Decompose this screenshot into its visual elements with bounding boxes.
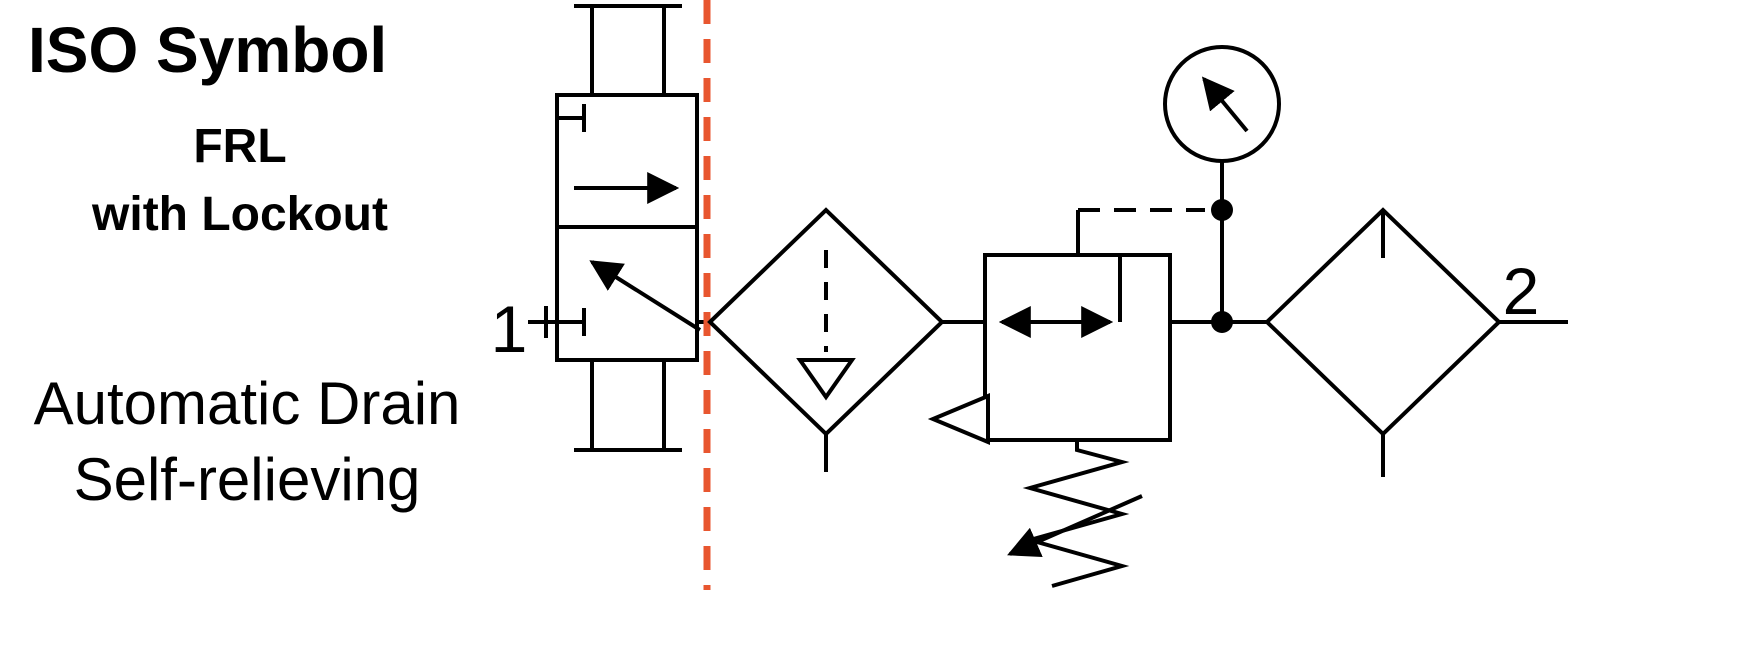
lubricator-body (1264, 207, 1502, 437)
flow-junction-dot (1211, 311, 1233, 333)
lockout-valve-symbol (555, 4, 702, 452)
valve-exhaust-arrow (589, 260, 702, 332)
port-2-label: 2 (1503, 254, 1540, 328)
relief-vent-triangle (927, 392, 990, 446)
page-title: ISO Symbol (28, 14, 387, 86)
pressure-gauge-symbol (1163, 45, 1281, 333)
subtitle-frl: FRL (193, 120, 286, 173)
subtitle-with-lockout: with Lockout (91, 188, 388, 241)
note-automatic-drain: Automatic Drain (34, 370, 461, 437)
note-self-relieving: Self-relieving (74, 446, 421, 513)
adjustment-spring (1022, 440, 1130, 588)
port-1-label: 1 (491, 292, 528, 366)
regulator-symbol (927, 208, 1205, 588)
auto-drain-indicator (796, 358, 856, 401)
filter-symbol (707, 207, 945, 472)
gauge-needle (1201, 76, 1249, 133)
pilot-junction-dot (1211, 199, 1233, 221)
adjustment-arrow (1007, 494, 1143, 558)
regulator-body (983, 253, 1172, 442)
lubricator-symbol (1264, 207, 1502, 477)
gauge-dial (1163, 45, 1281, 163)
